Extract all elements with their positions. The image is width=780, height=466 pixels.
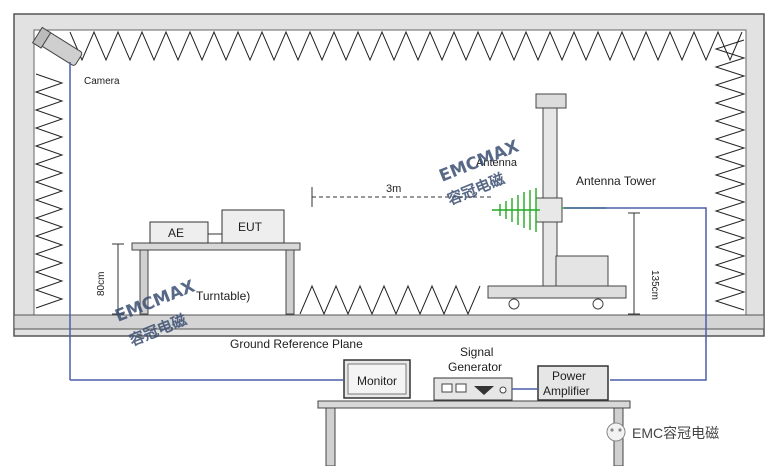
eut-label: EUT — [238, 220, 263, 234]
signal-generator-label-2: Generator — [448, 360, 502, 374]
ground-plane-label: Ground Reference Plane — [230, 337, 363, 351]
chamber-inner-area — [33, 29, 747, 316]
camera-label: Camera — [84, 76, 120, 87]
table-height-label: 80cm — [96, 272, 107, 296]
distance-label: 3m — [386, 183, 401, 195]
wechat-icon — [606, 422, 626, 442]
power-amplifier-box — [537, 365, 609, 401]
monitor-label: Monitor — [357, 374, 397, 388]
signal-generator-label-1: Signal — [460, 345, 493, 359]
ground-plane-slab — [13, 314, 765, 330]
antenna-label: Antenna — [476, 157, 518, 169]
eut-box — [221, 209, 285, 244]
absorber-left — [34, 73, 64, 309]
power-amplifier-label-1: Power — [552, 369, 586, 383]
camera-icon — [31, 26, 83, 66]
ae-label: AE — [168, 226, 184, 240]
antenna-cable — [564, 207, 707, 381]
absorber-floor — [299, 284, 481, 316]
signal-generator-display-icon — [474, 386, 494, 395]
antenna-icon — [492, 188, 540, 232]
absorber-right — [714, 39, 746, 311]
antenna-tower-label: Antenna Tower — [576, 174, 656, 188]
absorber-top — [69, 30, 743, 62]
footer-watermark: EMC容冠电磁 — [632, 425, 719, 441]
control-bench — [317, 400, 631, 466]
power-amplifier-label-2: Amplifier — [543, 384, 590, 398]
footer-logo — [606, 422, 626, 442]
turntable-label: Turntable) — [196, 289, 250, 303]
antenna-tower — [487, 93, 627, 310]
turntable-table — [131, 242, 301, 315]
antenna-height-label: 135cm — [649, 270, 660, 300]
ae-box — [149, 221, 209, 244]
